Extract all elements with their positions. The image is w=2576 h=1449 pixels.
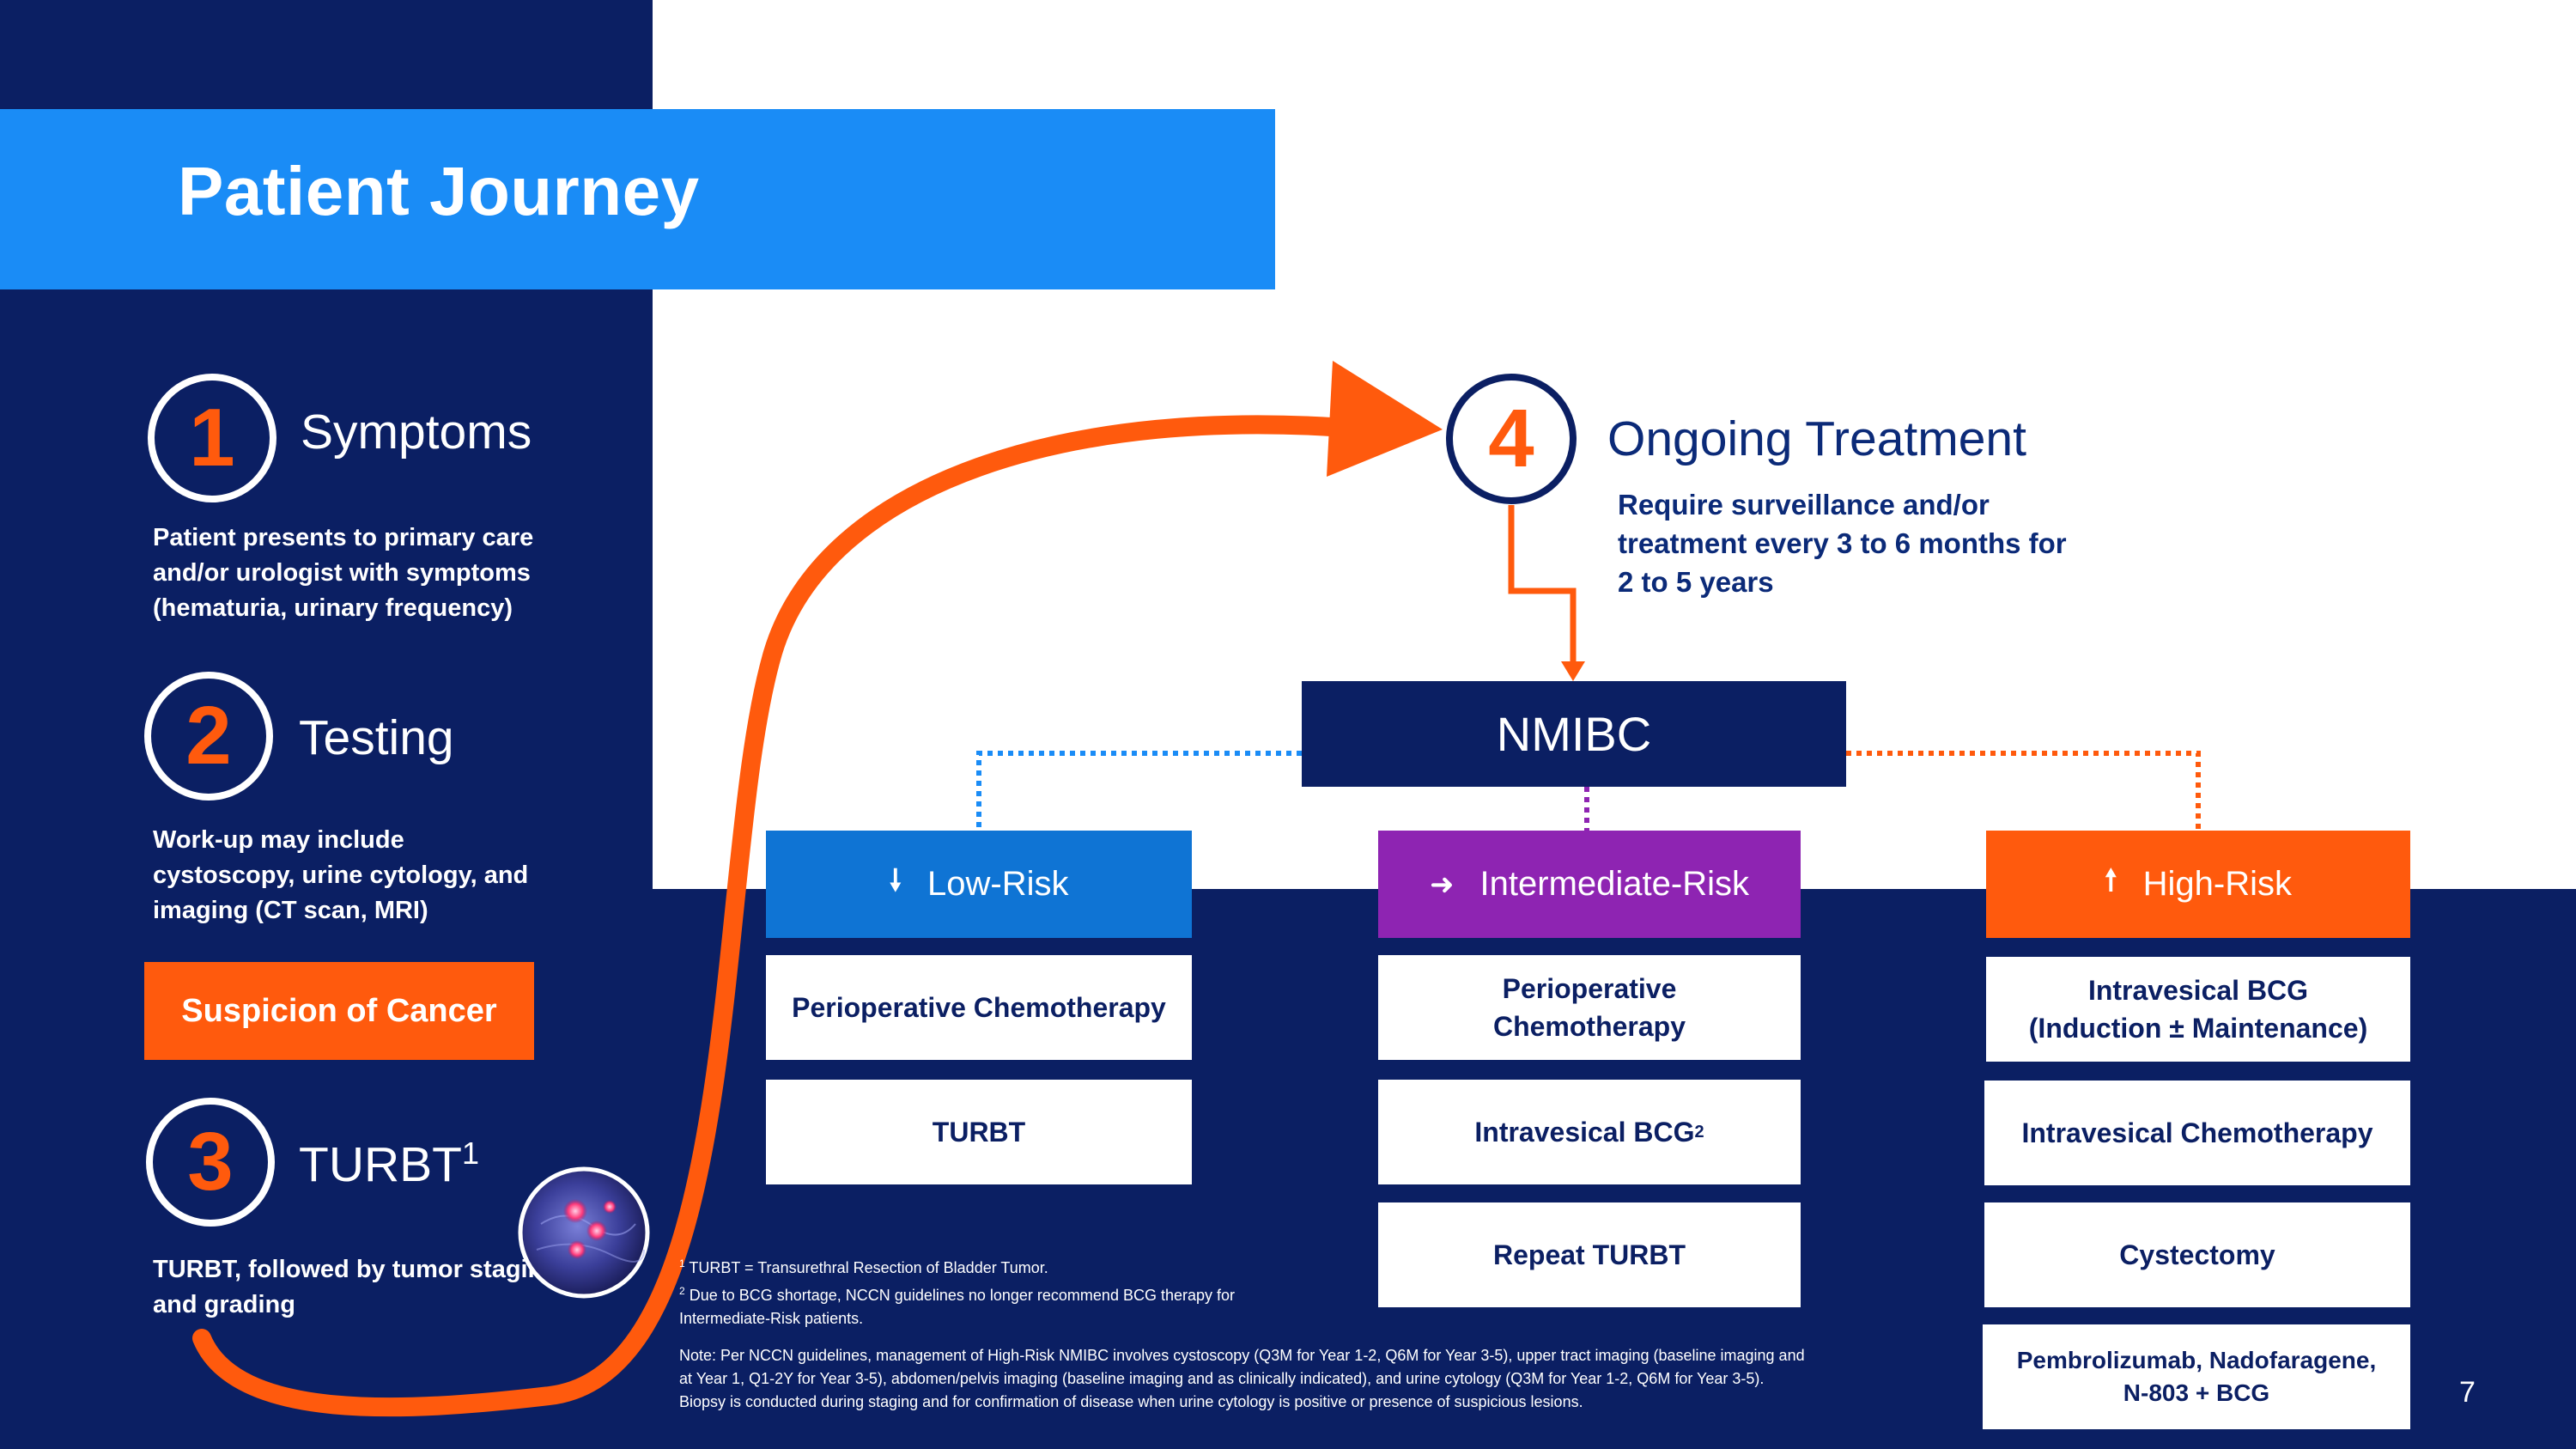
ongoing-to-nmibc-arrowhead (1561, 661, 1585, 681)
footnote-2-text: Due to BCG shortage, NCCN guidelines no … (689, 1287, 1236, 1304)
step-3-title-sup: 1 (461, 1135, 480, 1171)
journey-arrow-curve (192, 415, 1375, 1417)
step-2-desc: Work-up may include cystoscopy, urine cy… (153, 823, 528, 928)
step-2-desc-line: Work-up may include (153, 826, 404, 854)
note-text: Note: Per NCCN guidelines, management of… (679, 1344, 1967, 1414)
intermediate-risk-header: ➜ Intermediate-Risk (1378, 831, 1801, 938)
intermediate-item-line: Chemotherapy (1492, 1011, 1686, 1042)
high-risk-label: High-Risk (2142, 865, 2292, 903)
high-risk-item: Pembrolizumab, Nadofaragene, N-803 + BCG (1983, 1324, 2410, 1429)
step-3-desc-line: TURBT, followed by tumor staging (153, 1256, 559, 1283)
note-line: at Year 1, Q1-2Y for Year 3-5), abdomen/… (679, 1370, 1765, 1387)
step-2-title: Testing (299, 710, 454, 765)
high-risk-header: 🠕 High-Risk (1986, 831, 2410, 938)
ongoing-desc-line: Require surveillance and/or (1618, 489, 1990, 521)
step-1-desc-line: Patient presents to primary care (153, 524, 534, 551)
step-2-circle: 2 (144, 672, 273, 801)
ongoing-desc-line: treatment every 3 to 6 months for (1618, 527, 2067, 559)
note-line: Biopsy is conducted during staging and f… (679, 1393, 1583, 1410)
nmibc-box: NMIBC (1302, 681, 1846, 787)
low-risk-label: Low-Risk (927, 865, 1069, 903)
high-risk-item: Intravesical Chemotherapy (1984, 1081, 2410, 1185)
page-title: Patient Journey (178, 153, 700, 229)
bladder-tumor-image (518, 1166, 650, 1299)
step-1-circle: 1 (148, 374, 276, 502)
page-number: 7 (2459, 1376, 2476, 1409)
intermediate-risk-item: Repeat TURBT (1378, 1202, 1801, 1307)
arrow-right-icon: ➜ (1430, 868, 1455, 901)
step-3-title: TURBT1 (299, 1135, 479, 1193)
intermediate-bcg-text: Intravesical BCG (1474, 1117, 1695, 1148)
intermediate-item-line: Perioperative (1502, 973, 1677, 1004)
step-3-circle: 3 (146, 1098, 275, 1227)
low-risk-connector (976, 751, 1302, 831)
high-risk-connector (1846, 751, 2201, 831)
arrow-up-icon: 🠕 (2105, 864, 2117, 897)
step-3-number: 3 (187, 1116, 234, 1208)
high-risk-item: Cystectomy (1984, 1202, 2410, 1307)
step-1-number: 1 (189, 392, 235, 484)
footnote-2-text: Intermediate-Risk patients. (679, 1310, 864, 1327)
step-2-desc-line: imaging (CT scan, MRI) (153, 897, 428, 924)
low-risk-item: TURBT (766, 1080, 1192, 1184)
footnote-1-text: TURBT = Transurethral Resection of Bladd… (689, 1259, 1048, 1276)
step-1-desc-line: (hematuria, urinary frequency) (153, 594, 513, 622)
suspicion-of-cancer-label: Suspicion of Cancer (144, 962, 534, 1060)
high-item-line: (Induction ± Maintenance) (2028, 1013, 2368, 1044)
step-1-title: Symptoms (301, 405, 532, 460)
step-4-number: 4 (1488, 393, 1534, 484)
low-risk-header: 🠗 Low-Risk (766, 831, 1192, 938)
ongoing-to-nmibc-connector (1508, 505, 1577, 661)
step-2-desc-line: cystoscopy, urine cytology, and (153, 861, 529, 889)
ongoing-treatment-title: Ongoing Treatment (1607, 411, 2026, 466)
ongoing-desc-line: 2 to 5 years (1618, 566, 1774, 598)
intermediate-bcg-sup: 2 (1694, 1123, 1704, 1142)
high-item-line: Pembrolizumab, Nadofaragene, (2016, 1347, 2377, 1373)
low-risk-item: Perioperative Chemotherapy (766, 955, 1192, 1060)
step-4-circle: 4 (1446, 374, 1577, 504)
footnote-1-sup: 1 (679, 1257, 685, 1269)
high-risk-item: Intravesical BCG (Induction ± Maintenanc… (1986, 957, 2410, 1062)
footnote-2: 2 Due to BCG shortage, NCCN guidelines n… (679, 1280, 1297, 1307)
high-item-line: Intravesical BCG (2087, 975, 2309, 1006)
step-1-desc: Patient presents to primary care and/or … (153, 521, 533, 626)
step-2-number: 2 (185, 690, 232, 782)
footnote-1: 1 TURBT = Transurethral Resection of Bla… (679, 1252, 1297, 1280)
footnote-2-sup: 2 (679, 1285, 685, 1297)
intermediate-risk-item: Perioperative Chemotherapy (1378, 955, 1801, 1060)
note-line: Note: Per NCCN guidelines, management of… (679, 1347, 1805, 1364)
title-bar: Patient Journey (0, 109, 1275, 289)
step-1-desc-line: and/or urologist with symptoms (153, 559, 531, 587)
ongoing-treatment-desc: Require surveillance and/or treatment ev… (1618, 485, 2133, 601)
step-3-desc-line: and grading (153, 1291, 295, 1318)
high-item-line: N-803 + BCG (2123, 1379, 2270, 1406)
step-3-desc: TURBT, followed by tumor staging and gra… (153, 1252, 558, 1323)
journey-arrow-head (1327, 361, 1443, 477)
arrow-down-icon: 🠗 (889, 864, 902, 897)
intermediate-risk-label: Intermediate-Risk (1479, 865, 1749, 903)
step-3-title-text: TURBT (299, 1137, 462, 1192)
footnotes: 1 TURBT = Transurethral Resection of Bla… (679, 1252, 1297, 1330)
